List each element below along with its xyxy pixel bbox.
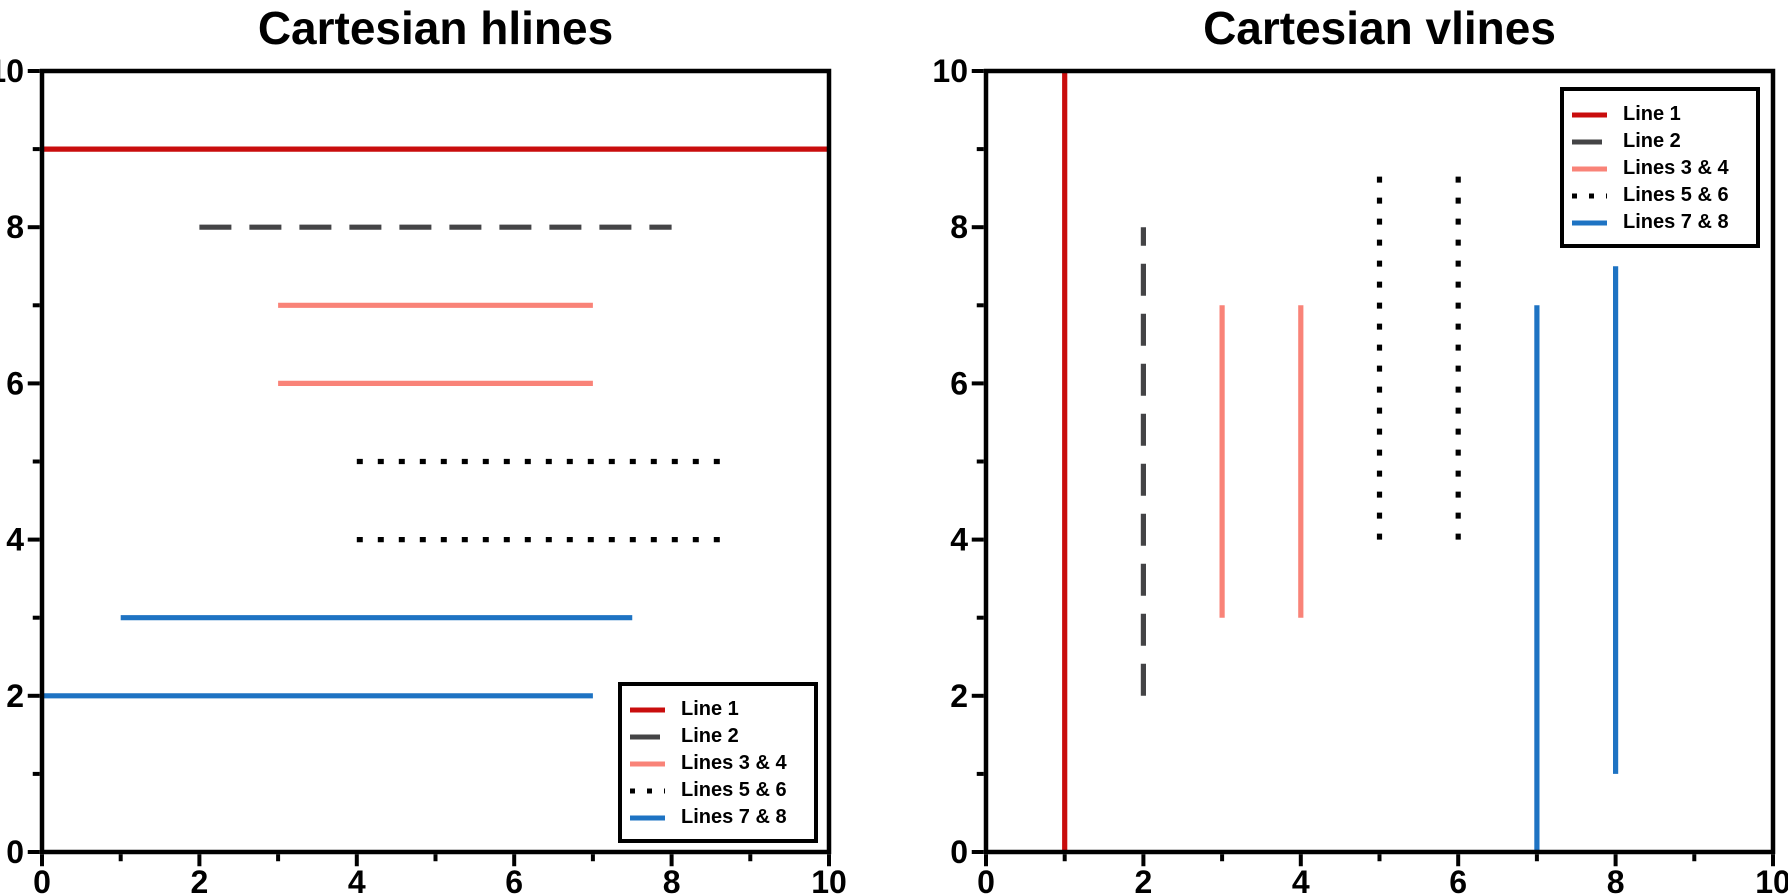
legend-item-lines-5-6: Lines 5 & 6 bbox=[1571, 182, 1756, 209]
legend-item-lines-5-6: Lines 5 & 6 bbox=[629, 777, 814, 804]
line-1-swatch-icon bbox=[1572, 112, 1607, 117]
svg-text:8: 8 bbox=[950, 209, 968, 245]
lines-3-4-swatch-icon bbox=[630, 761, 665, 766]
svg-text:8: 8 bbox=[663, 864, 681, 895]
legend-item-line-1: Line 1 bbox=[629, 696, 814, 723]
svg-text:6: 6 bbox=[6, 365, 24, 401]
svg-text:4: 4 bbox=[348, 864, 366, 895]
svg-text:4: 4 bbox=[1292, 864, 1310, 895]
hlines-legend: Line 1 Line 2 Lines 3 & 4 Lines 5 & 6 Li… bbox=[618, 682, 818, 843]
legend-label-lines-5-6: Lines 5 & 6 bbox=[681, 779, 787, 801]
svg-text:2: 2 bbox=[6, 678, 24, 714]
legend-label-lines-5-6: Lines 5 & 6 bbox=[1623, 184, 1729, 206]
svg-text:6: 6 bbox=[1449, 864, 1467, 895]
legend-label-lines-3-4: Lines 3 & 4 bbox=[681, 752, 787, 774]
legend-label-line-2: Line 2 bbox=[681, 725, 739, 747]
lines-5-6-swatch-icon bbox=[1572, 193, 1607, 198]
lines-3-4-swatch-icon bbox=[1572, 166, 1607, 171]
legend-label-line-1: Line 1 bbox=[681, 698, 739, 720]
svg-text:10: 10 bbox=[811, 864, 847, 895]
legend-label-lines-7-8: Lines 7 & 8 bbox=[1623, 211, 1729, 233]
svg-text:0: 0 bbox=[6, 834, 24, 870]
legend-label-line-1: Line 1 bbox=[1623, 103, 1681, 125]
lines-5-6-swatch-icon bbox=[630, 788, 665, 793]
lines-7-8-swatch-icon bbox=[630, 815, 665, 820]
legend-item-lines-7-8: Lines 7 & 8 bbox=[1571, 209, 1756, 236]
legend-item-line-2: Line 2 bbox=[629, 723, 814, 750]
svg-text:0: 0 bbox=[33, 864, 51, 895]
legend-label-lines-7-8: Lines 7 & 8 bbox=[681, 806, 787, 828]
svg-text:10: 10 bbox=[1755, 864, 1788, 895]
svg-text:6: 6 bbox=[950, 365, 968, 401]
svg-text:0: 0 bbox=[977, 864, 995, 895]
legend-item-line-2: Line 2 bbox=[1571, 128, 1756, 155]
line-2-swatch-icon bbox=[1572, 139, 1607, 144]
svg-text:10: 10 bbox=[0, 53, 24, 89]
svg-text:2: 2 bbox=[1135, 864, 1153, 895]
svg-text:2: 2 bbox=[950, 678, 968, 714]
svg-text:10: 10 bbox=[932, 53, 968, 89]
line-1-swatch-icon bbox=[630, 707, 665, 712]
legend-item-lines-7-8: Lines 7 & 8 bbox=[629, 804, 814, 831]
svg-text:6: 6 bbox=[505, 864, 523, 895]
svg-text:8: 8 bbox=[1607, 864, 1625, 895]
legend-label-line-2: Line 2 bbox=[1623, 130, 1681, 152]
lines-7-8-swatch-icon bbox=[1572, 220, 1607, 225]
svg-text:0: 0 bbox=[950, 834, 968, 870]
legend-item-lines-3-4: Lines 3 & 4 bbox=[1571, 155, 1756, 182]
svg-text:4: 4 bbox=[6, 522, 24, 558]
vlines-title: Cartesian vlines bbox=[1203, 2, 1556, 54]
legend-item-line-1: Line 1 bbox=[1571, 101, 1756, 128]
svg-text:8: 8 bbox=[6, 209, 24, 245]
legend-label-lines-3-4: Lines 3 & 4 bbox=[1623, 157, 1729, 179]
hlines-title: Cartesian hlines bbox=[257, 2, 614, 54]
legend-item-lines-3-4: Lines 3 & 4 bbox=[629, 750, 814, 777]
svg-text:4: 4 bbox=[950, 522, 968, 558]
line-2-swatch-icon bbox=[630, 734, 665, 739]
vlines-legend: Line 1 Line 2 Lines 3 & 4 Lines 5 & 6 Li… bbox=[1560, 87, 1760, 248]
svg-text:2: 2 bbox=[191, 864, 209, 895]
